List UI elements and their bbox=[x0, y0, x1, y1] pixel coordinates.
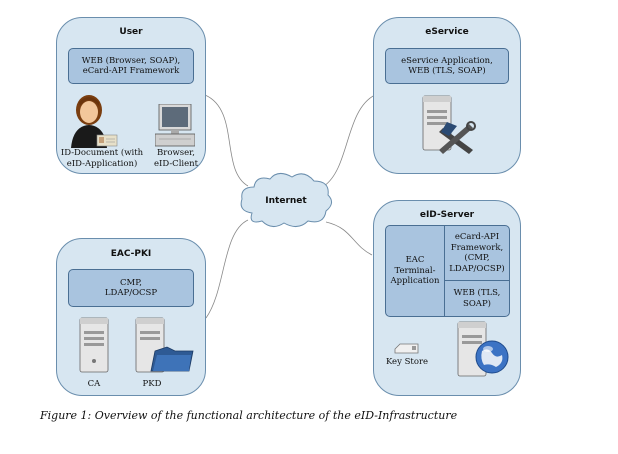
box-text: CMP, LDAP/OCSP bbox=[104, 277, 158, 299]
cloud-icon bbox=[234, 169, 338, 235]
box-text: EAC Terminal-Application bbox=[390, 255, 440, 287]
web-tls-box: WEB (TLS, SOAP) bbox=[444, 280, 510, 317]
connector-eidserver-internet bbox=[325, 221, 373, 256]
person-icon bbox=[69, 92, 123, 152]
connector-eacpki-internet bbox=[205, 219, 249, 319]
computer-icon bbox=[154, 103, 196, 152]
group-eid-server: eID-Server EAC Terminal-Application eCar… bbox=[373, 200, 521, 396]
eac-terminal-box: EAC Terminal-Application bbox=[385, 225, 445, 317]
server-folder-icon bbox=[135, 317, 197, 379]
pkd-label: PKD bbox=[142, 379, 162, 389]
connector-user-internet bbox=[204, 94, 249, 187]
group-user: User WEB (Browser, SOAP), eCard-API Fram… bbox=[56, 17, 206, 174]
internet-label: Internet bbox=[265, 196, 307, 206]
group-title: eService bbox=[425, 27, 469, 37]
group-title: User bbox=[119, 27, 143, 37]
browser-label: Browser, eID-Client bbox=[153, 148, 199, 169]
box-text: eCard-API Framework, (CMP, LDAP/OCSP) bbox=[449, 232, 505, 274]
group-eac-pki: EAC-PKI CMP, LDAP/OCSP C bbox=[56, 238, 206, 396]
key-store-icon bbox=[394, 341, 420, 360]
cmp-ldap-box: CMP, LDAP/OCSP bbox=[68, 269, 194, 307]
ca-label: CA bbox=[87, 379, 101, 389]
group-title: EAC-PKI bbox=[110, 249, 152, 259]
id-document-label: ID-Document (with eID-Application) bbox=[60, 148, 144, 169]
group-eservice: eService eService Application, WEB (TLS,… bbox=[373, 17, 521, 174]
server-icon bbox=[79, 317, 109, 377]
box-text: WEB (TLS, SOAP) bbox=[453, 288, 501, 309]
eservice-app-box: eService Application, WEB (TLS, SOAP) bbox=[385, 48, 509, 84]
key-store-label: Key Store bbox=[385, 357, 429, 367]
figure-caption: Figure 1: Overview of the functional arc… bbox=[40, 409, 458, 422]
box-text: WEB (Browser, SOAP), eCard-API Framework bbox=[81, 55, 181, 77]
box-text: eService Application, WEB (TLS, SOAP) bbox=[401, 55, 493, 77]
web-ecard-box: WEB (Browser, SOAP), eCard-API Framework bbox=[68, 48, 194, 84]
server-globe-icon bbox=[452, 321, 512, 383]
group-title: eID-Server bbox=[419, 210, 475, 220]
connector-eservice-internet bbox=[323, 94, 376, 187]
server-tools-icon bbox=[419, 92, 477, 160]
ecard-api-box: eCard-API Framework, (CMP, LDAP/OCSP) bbox=[444, 225, 510, 281]
